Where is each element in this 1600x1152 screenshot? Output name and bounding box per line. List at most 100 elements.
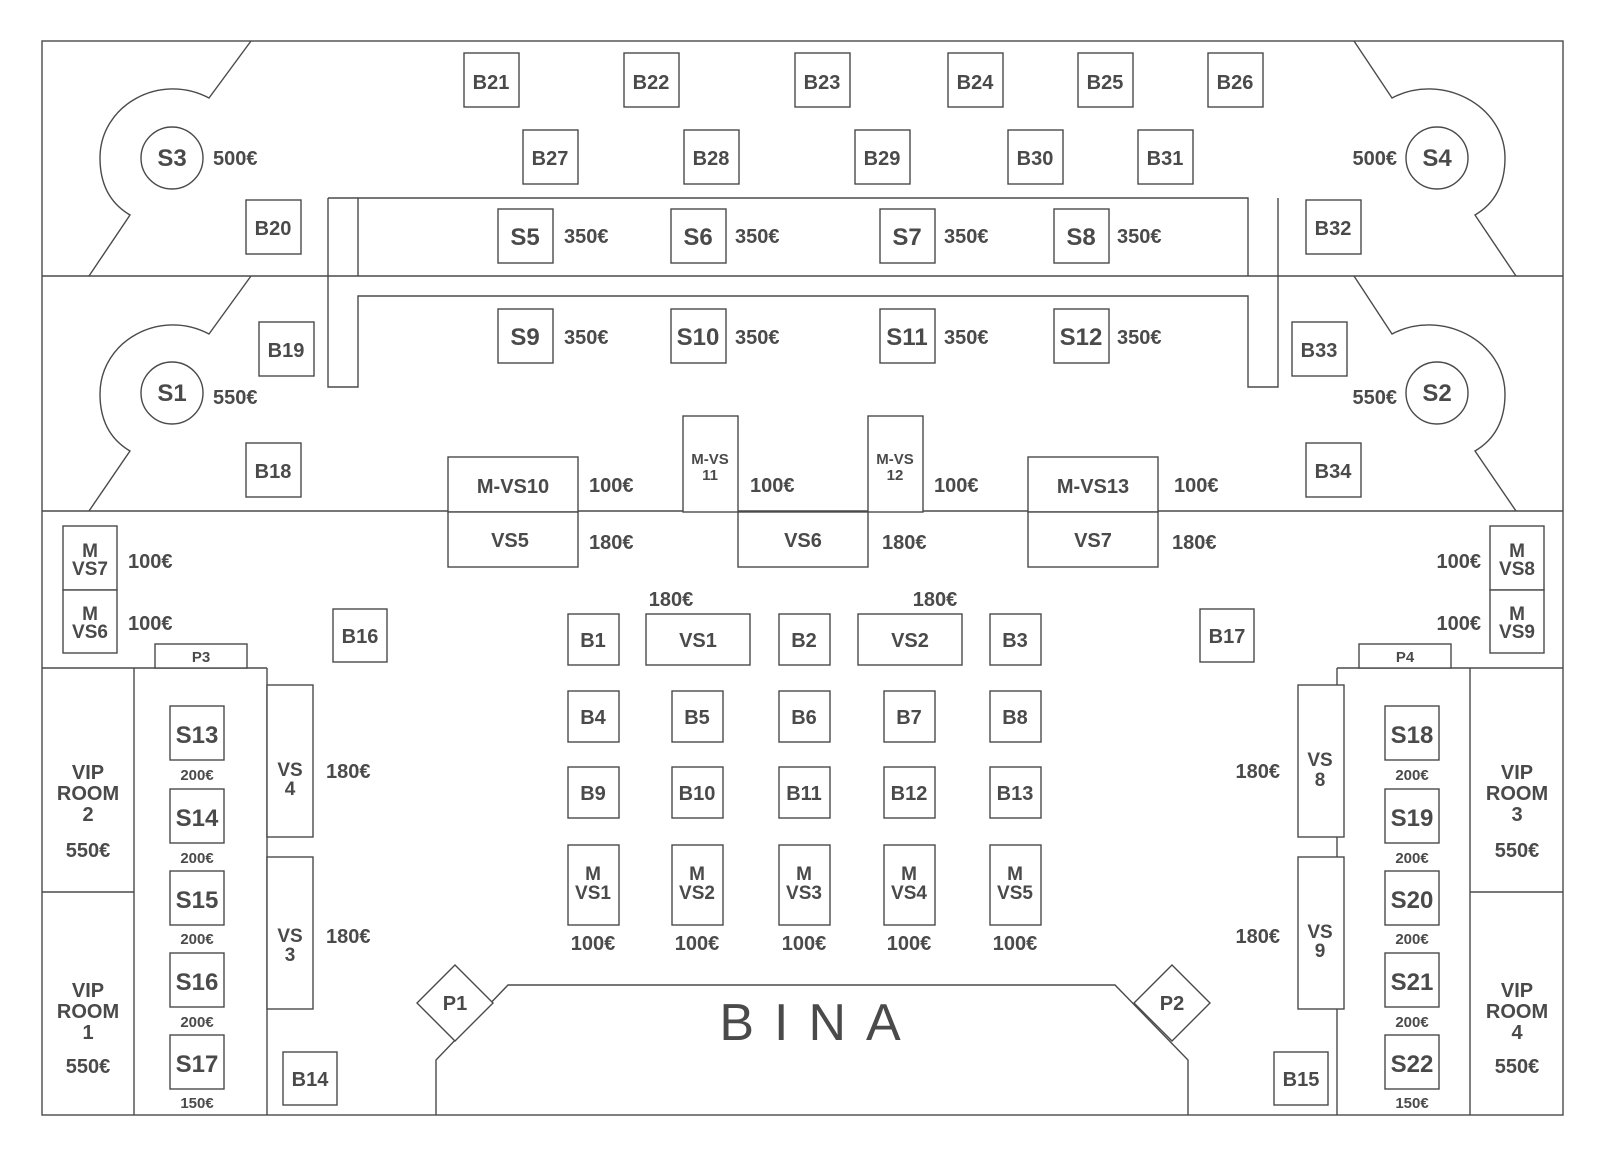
mvs2-line2: VS2 [679, 883, 715, 904]
vip-room-4[interactable]: VIP ROOM 4 550€ [1471, 893, 1562, 1114]
vs7-price: 180€ [1172, 532, 1217, 554]
sector-s3[interactable]: S3 500€ [140, 126, 258, 190]
table-b30[interactable]: B30 [1007, 129, 1064, 185]
table-b9[interactable]: B9 [567, 766, 620, 819]
table-b11[interactable]: B11 [778, 766, 831, 819]
vip-room-4-line1: VIP [1501, 980, 1533, 1002]
table-b6-label: B6 [791, 707, 817, 729]
sector-s14-price: 200€ [180, 850, 214, 867]
mvs3-price: 100€ [782, 933, 827, 955]
table-b22[interactable]: B22 [623, 52, 680, 108]
mvs2-price: 100€ [675, 933, 720, 955]
sector-s4[interactable]: S4 500€ [1353, 126, 1469, 190]
table-b3[interactable]: B3 [989, 613, 1042, 666]
vip-room-1[interactable]: VIP ROOM 1 550€ [43, 893, 133, 1114]
table-b34[interactable]: B34 [1305, 442, 1362, 498]
table-b33[interactable]: B33 [1291, 321, 1348, 377]
mvs11-line2: 11 [702, 467, 718, 484]
table-b7[interactable]: B7 [883, 690, 936, 743]
mvs12-line2: 12 [887, 467, 904, 484]
table-b31[interactable]: B31 [1137, 129, 1194, 185]
sector-s11-label: S11 [886, 324, 927, 351]
mvs9-price: 100€ [1437, 613, 1482, 635]
table-b20[interactable]: B20 [245, 199, 302, 255]
table-b12[interactable]: B12 [883, 766, 936, 819]
table-b2[interactable]: B2 [778, 613, 831, 666]
table-b29[interactable]: B29 [854, 129, 911, 185]
vip-room-2[interactable]: VIP ROOM 2 550€ [43, 669, 133, 891]
table-b1[interactable]: B1 [567, 613, 620, 666]
table-b10[interactable]: B10 [671, 766, 724, 819]
table-b6[interactable]: B6 [778, 690, 831, 743]
table-b8[interactable]: B8 [989, 690, 1042, 743]
table-b26[interactable]: B26 [1207, 52, 1264, 108]
sector-s2[interactable]: S2 550€ [1353, 361, 1469, 425]
table-b24[interactable]: B24 [947, 52, 1004, 108]
vs2-label: VS2 [891, 630, 929, 652]
table-b28[interactable]: B28 [683, 129, 740, 185]
table-b32[interactable]: B32 [1305, 199, 1362, 255]
table-b14[interactable]: B14 [282, 1051, 338, 1106]
sector-s1[interactable]: S1 550€ [140, 361, 258, 425]
table-b27[interactable]: B27 [522, 129, 579, 185]
table-b17[interactable]: B17 [1199, 608, 1255, 663]
vip-room-3[interactable]: VIP ROOM 3 550€ [1471, 669, 1562, 891]
mvs1-price: 100€ [571, 933, 616, 955]
table-b16[interactable]: B16 [332, 608, 388, 663]
table-b23[interactable]: B23 [794, 52, 851, 108]
table-b19[interactable]: B19 [258, 321, 315, 377]
mvs4-line1: M [901, 864, 917, 885]
table-b25[interactable]: B25 [1077, 52, 1134, 108]
table-b23-label: B23 [804, 72, 841, 94]
table-b21[interactable]: B21 [463, 52, 520, 108]
table-b18[interactable]: B18 [245, 442, 302, 498]
table-b4[interactable]: B4 [567, 690, 620, 743]
sector-s1-label: S1 [157, 380, 186, 407]
vip-room-4-line3: 4 [1511, 1022, 1523, 1044]
table-b5[interactable]: B5 [671, 690, 724, 743]
table-b15[interactable]: B15 [1273, 1051, 1329, 1106]
table-b25-label: B25 [1087, 72, 1124, 94]
table-b13[interactable]: B13 [989, 766, 1042, 819]
